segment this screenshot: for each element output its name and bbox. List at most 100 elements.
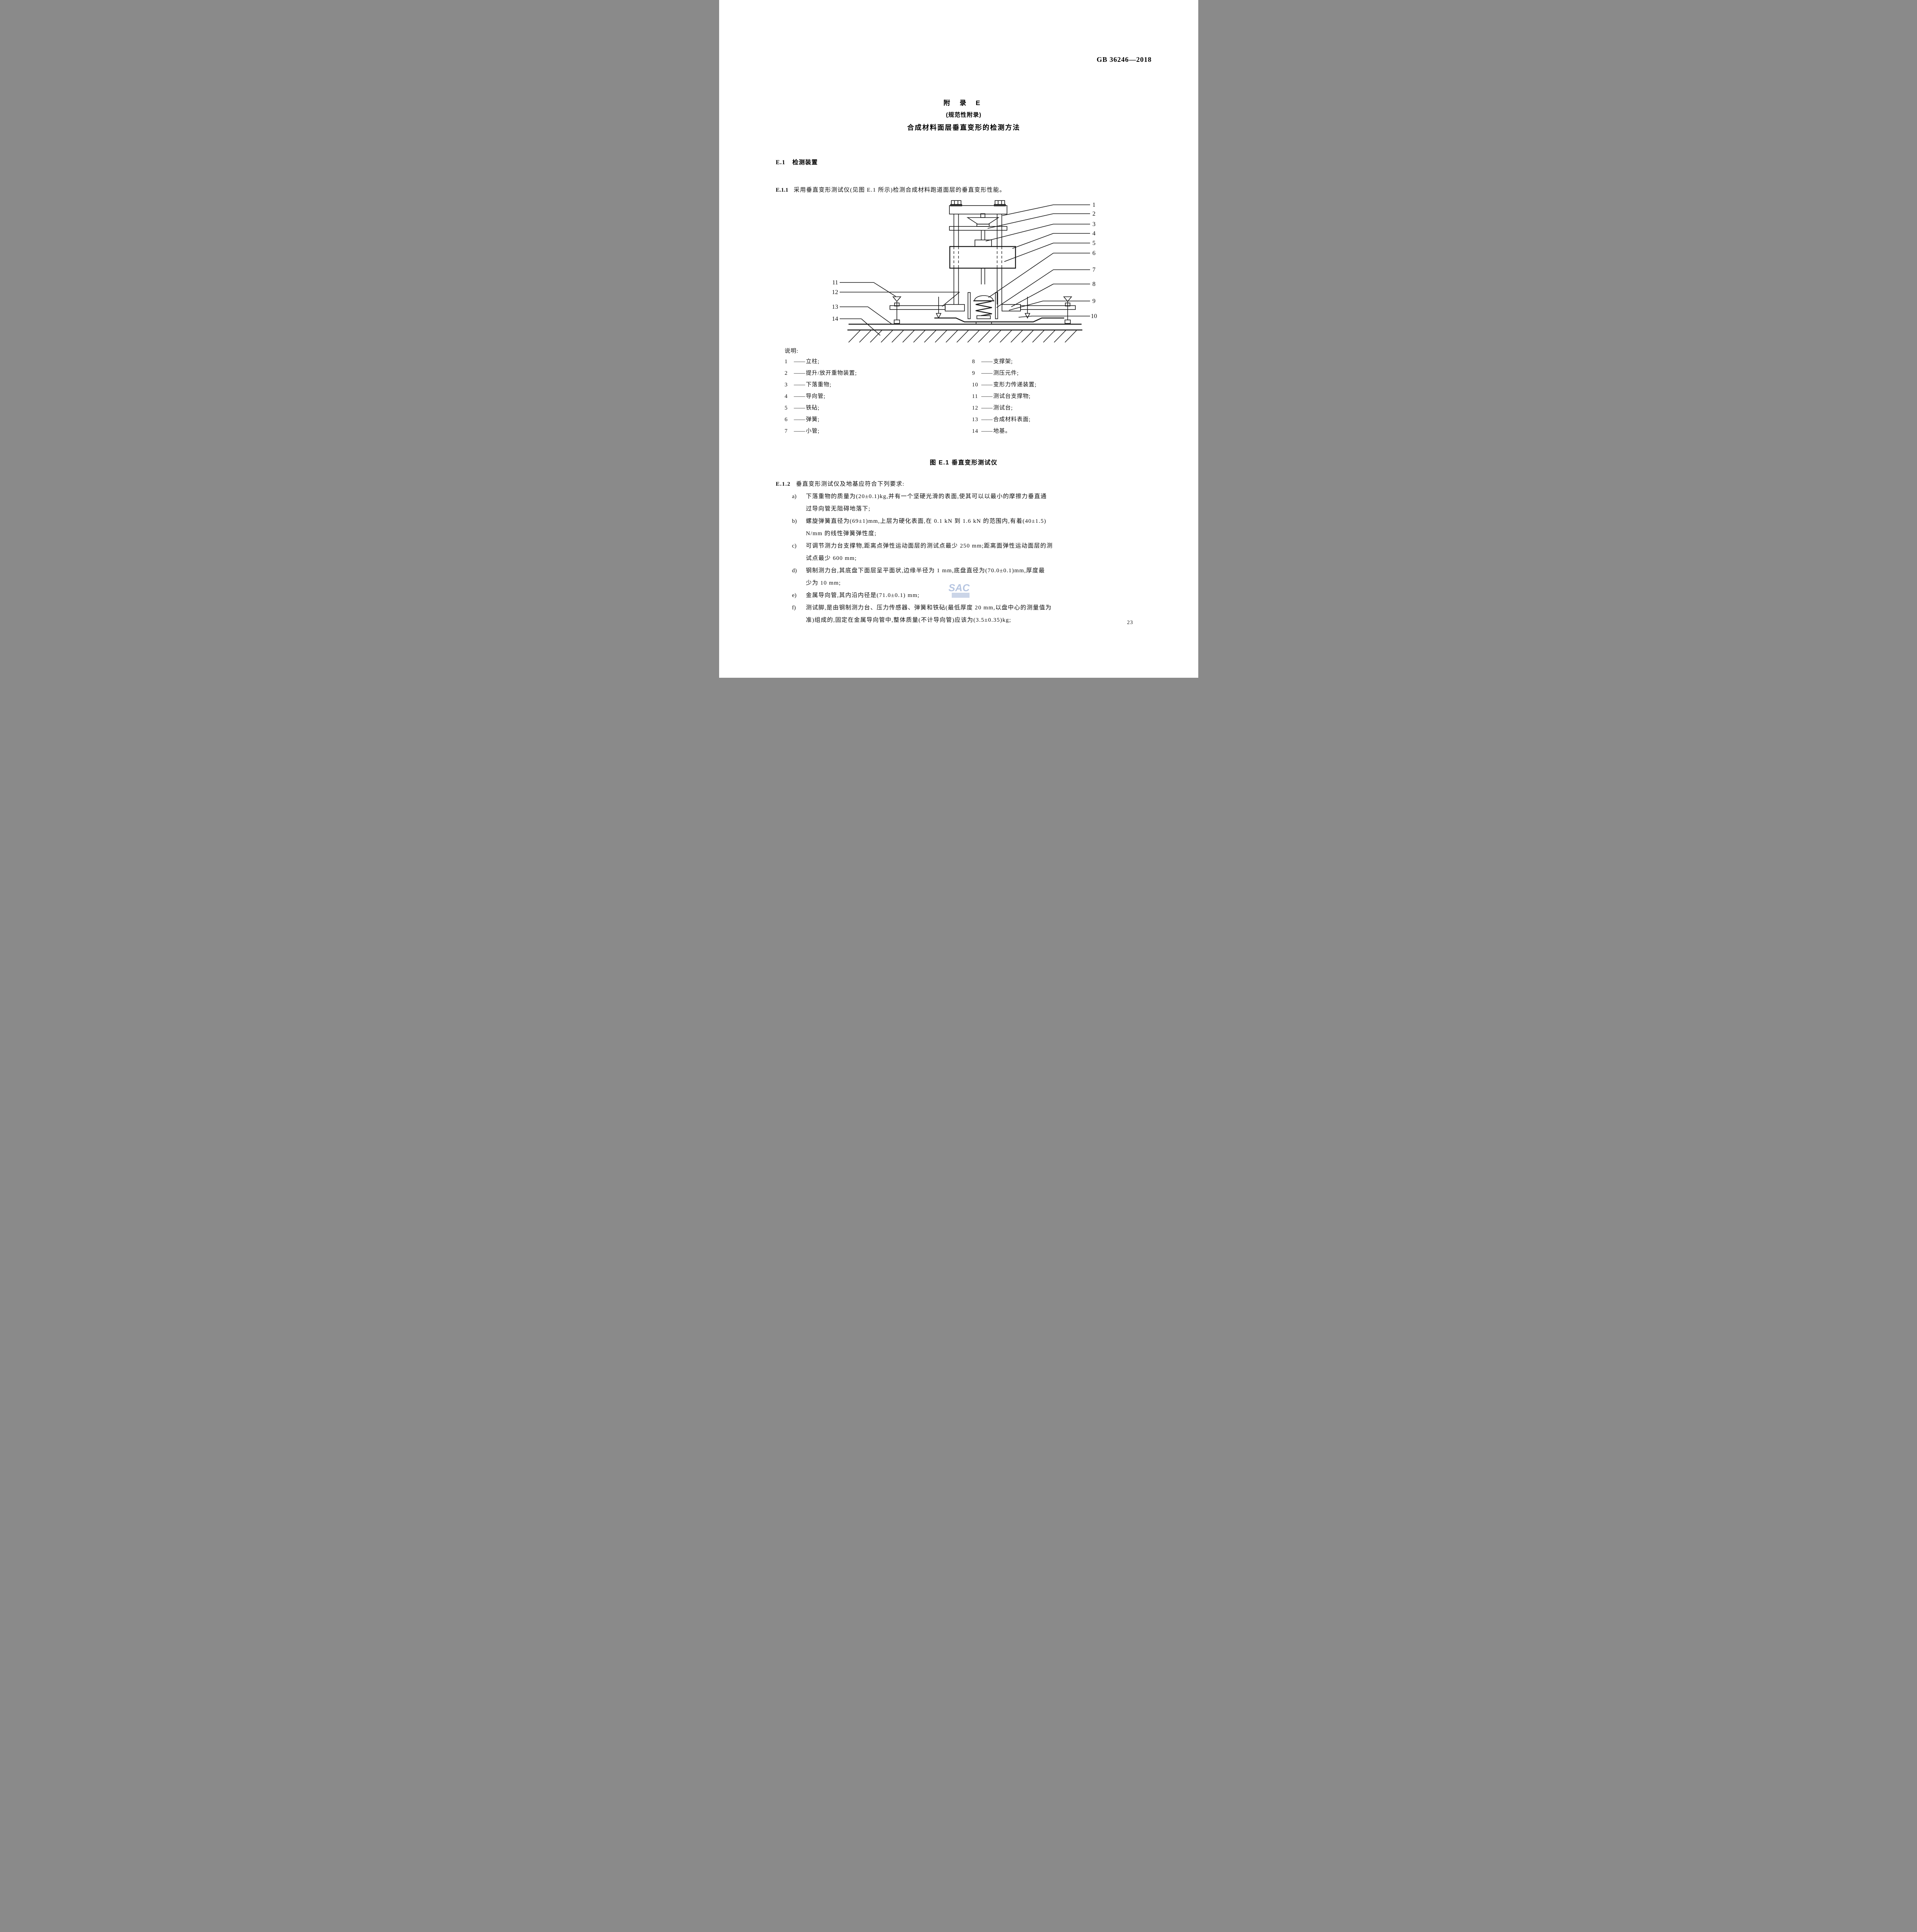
clause-e12-intro-text: 垂直变形测试仪及地基应符合下列要求: xyxy=(796,481,905,487)
legend-label: 变形力传递装置; xyxy=(993,382,1037,388)
legend-item-2: 2 ——提升/放开重物装置; xyxy=(785,367,857,379)
callout-6: 6 xyxy=(1092,250,1095,257)
legend-num: 11 xyxy=(972,393,978,400)
legend-num: 9 xyxy=(972,370,975,376)
tester-schematic: 1 2 3 4 5 6 7 8 9 10 11 12 13 14 xyxy=(832,200,1097,343)
legend-num: 13 xyxy=(972,417,978,423)
legend-item-14: 14——地基。 xyxy=(972,425,1011,437)
legend-num: 7 xyxy=(784,428,788,434)
item-line: 螺旋弹簧直径为(69±1)mm,上层为硬化表面,在 0.1 kN 到 1.6 k… xyxy=(806,518,1046,524)
callout-4: 4 xyxy=(1092,230,1095,237)
legend-label: 导向管; xyxy=(806,393,826,400)
legend-dash: —— xyxy=(794,382,805,388)
sac-watermark-text: SAC xyxy=(948,582,970,594)
page-number: 23 xyxy=(1127,620,1133,626)
legend-title: 说明: xyxy=(784,348,799,354)
leader-lines-left xyxy=(839,282,960,336)
callout-7: 7 xyxy=(1092,267,1095,273)
item-line: 钢制测力台,其底盘下面层呈平面状,边缘半径为 1 mm,底盘直径为(70.0±0… xyxy=(806,568,1045,574)
legend-label: 测压元件; xyxy=(993,370,1019,376)
legend-num: 2 xyxy=(784,370,788,376)
rod-below-weight xyxy=(981,268,985,284)
list-item-b: b) 螺旋弹簧直径为(69±1)mm,上层为硬化表面,在 0.1 kN 到 1.… xyxy=(776,515,1157,540)
item-line: 准)组成的,固定在金属导向管中,整体质量(不计导向管)应该为(3.5±0.35)… xyxy=(806,617,1011,623)
legend-num: 1 xyxy=(784,359,788,365)
legend-num: 6 xyxy=(784,417,788,423)
legend-item-3: 3——下落重物; xyxy=(785,379,832,391)
legend-dash: —— xyxy=(794,370,805,376)
appendix-title: 附 录 E xyxy=(943,99,984,107)
legend-dash: —— xyxy=(981,359,993,365)
legend-label: 合成材料表面; xyxy=(993,417,1031,423)
guide-rod xyxy=(981,230,985,240)
legend-label: 测试台支撑物; xyxy=(993,393,1031,400)
ground-hatching xyxy=(848,330,1077,343)
small-tubes xyxy=(967,292,998,319)
legend-dash: —— xyxy=(981,393,993,400)
legend-dash: —— xyxy=(794,393,805,400)
item-line: 测试脚,是由钢制测力台、压力传感器、弹簧和铁砧(最低厚度 20 mm,以盘中心的… xyxy=(806,605,1052,611)
legend-label: 小管; xyxy=(806,428,820,434)
test-platform xyxy=(889,305,1076,310)
callout-numbers-left: 11 12 13 14 xyxy=(832,279,838,322)
legend-item-10: 10——变形力传递装置; xyxy=(972,379,1037,391)
item-letter: c) xyxy=(792,543,797,549)
figure-e1-caption: 图 E.1 垂直变形测试仪 xyxy=(930,459,998,466)
legend-item-7: 7 ——小管; xyxy=(785,425,820,437)
callout-numbers-right: 1 2 3 4 5 6 7 8 9 10 xyxy=(1091,202,1097,320)
list-item-a: a) 下落重物的质量为(20±0.1)kg,并有一个坚硬光滑的表面,使其可以以最… xyxy=(776,490,1157,515)
legend-label: 提升/放开重物装置; xyxy=(806,370,857,376)
legend-label: 测试台; xyxy=(993,405,1013,411)
legend-num: 8 xyxy=(972,359,975,365)
legend-left-column: 1——立柱; 2——提升/放开重物装置; 3——下落重物; 4——导向管; 5—… xyxy=(785,356,970,438)
clause-e12-intro: E.1.2 垂直变形测试仪及地基应符合下列要求: xyxy=(776,478,1157,490)
item-letter: a) xyxy=(792,493,797,500)
small-block xyxy=(974,240,992,247)
item-line: 金属导向管,其内沿内径是(71.0±0.1) mm; xyxy=(806,592,920,599)
legend-label: 立柱; xyxy=(806,359,820,365)
item-line: 试点最少 600 mm; xyxy=(806,555,857,561)
callout-9: 9 xyxy=(1092,298,1095,304)
item-line: 少为 10 mm; xyxy=(806,580,841,586)
sac-watermark-block xyxy=(951,593,970,598)
legend-num: 14 xyxy=(972,428,978,434)
left-platform-support xyxy=(892,296,902,324)
legend-num: 5 xyxy=(784,405,788,411)
legend-num: 3 xyxy=(784,382,788,388)
drop-weight xyxy=(949,246,1016,269)
legend-dash: —— xyxy=(794,417,805,423)
legend-dash: —— xyxy=(794,359,805,365)
top-cap-plate xyxy=(949,205,1007,214)
item-letter: f) xyxy=(792,605,796,611)
force-transfer-device xyxy=(934,317,1064,324)
callout-8: 8 xyxy=(1092,281,1095,287)
appendix-normative-subtitle: (规范性附录) xyxy=(946,112,981,118)
legend-item-4: 4 ——导向管; xyxy=(785,391,826,402)
item-line: 下落重物的质量为(20±0.1)kg,并有一个坚硬光滑的表面,使其可以以最小的摩… xyxy=(806,493,1047,500)
callout-13: 13 xyxy=(832,304,838,310)
callout-14: 14 xyxy=(832,316,838,322)
callout-11: 11 xyxy=(832,279,838,286)
legend-item-5: 5——铁砧; xyxy=(785,402,820,414)
legend-item-8: 8——支撑架; xyxy=(972,356,1013,367)
callout-10: 10 xyxy=(1091,313,1097,320)
anvil-and-spring xyxy=(973,295,994,319)
legend-dash: —— xyxy=(981,370,993,376)
callout-1: 1 xyxy=(1092,202,1095,208)
right-platform-support xyxy=(1063,296,1072,324)
legend-dash: —— xyxy=(981,428,993,434)
top-bolts xyxy=(950,200,1006,206)
legend-item-9: 9 ——测压元件; xyxy=(972,367,1019,379)
legend-label: 弹簧; xyxy=(806,417,820,423)
clause-e12-block: E.1.2 垂直变形测试仪及地基应符合下列要求: a) 下落重物的质量为(20±0… xyxy=(776,478,1157,626)
item-line: N/mm 的线性弹簧弹性度; xyxy=(806,531,877,537)
legend-num: 4 xyxy=(784,393,788,400)
legend-label: 地基。 xyxy=(993,428,1011,434)
item-line: 可调节测力台支撑物,距离点弹性运动面层的测试点最少 250 mm;距离面弹性运动… xyxy=(806,543,1053,549)
clause-e12-number: E.1.2 xyxy=(776,481,791,487)
legend-right-column: 8——支撑架; 9——测压元件; 10——变形力传递装置; 11——测试台支撑物… xyxy=(972,356,1158,438)
legend-dash: —— xyxy=(794,428,805,434)
crossbar xyxy=(949,226,1007,231)
